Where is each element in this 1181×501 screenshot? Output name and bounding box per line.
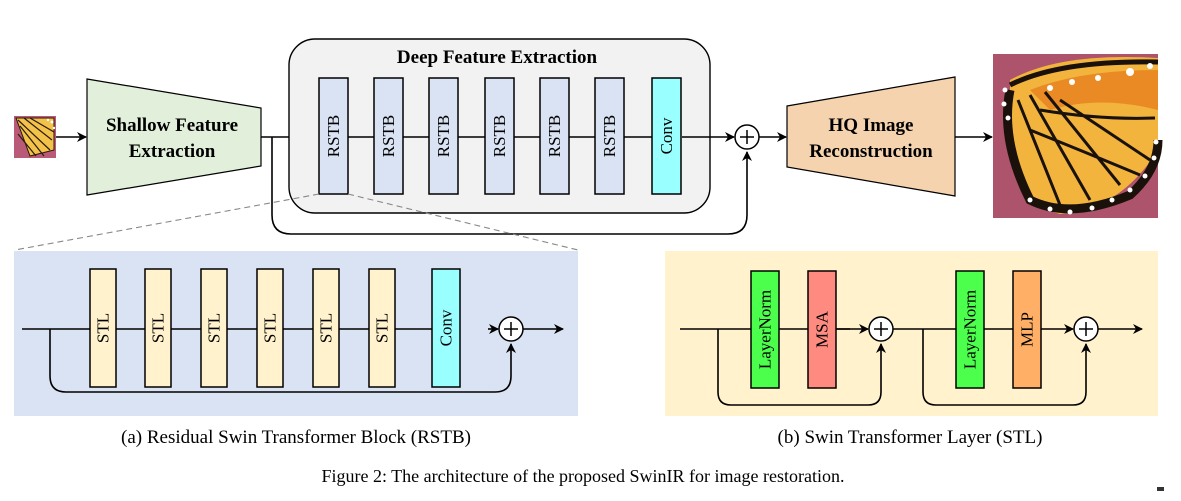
layernorm-block-2-label: LayerNorm xyxy=(961,290,980,369)
mlp-block-label: MLP xyxy=(1018,312,1037,347)
rstb-conv-block: Conv xyxy=(431,268,461,388)
stl-block-2: STL xyxy=(144,268,172,388)
stl-block-3-label: STL xyxy=(205,313,224,343)
input-image xyxy=(14,116,56,158)
shallow-label-line2: Extraction xyxy=(129,141,216,162)
stl-block-6-label: STL xyxy=(373,313,392,343)
shallow-label-line1: Shallow Feature xyxy=(106,115,238,136)
shallow-feature-extraction-block: Shallow Feature Extraction xyxy=(86,78,262,196)
msa-block: MSA xyxy=(807,270,837,389)
mlp-block: MLP xyxy=(1012,270,1042,389)
hq-label-line2: Reconstruction xyxy=(809,141,933,162)
hq-image-reconstruction-block: HQ Image Reconstruction xyxy=(786,76,956,197)
stl-row: STL STL STL STL STL STL Conv xyxy=(89,268,461,388)
layernorm-block-2: LayerNorm xyxy=(955,270,985,389)
corner-mark xyxy=(1157,487,1164,491)
hq-label-line1: HQ Image xyxy=(829,115,914,136)
output-image xyxy=(993,54,1163,218)
rstb-block-4: RSTB xyxy=(484,77,515,195)
rstb-conv-block-label: Conv xyxy=(437,309,456,346)
deep-conv-block-label: Conv xyxy=(657,117,676,154)
stl-skip-1 xyxy=(717,329,886,406)
stl-block-2-label: STL xyxy=(149,313,168,343)
zoom-guide-left xyxy=(14,193,320,251)
rstb-row: RSTB RSTB RSTB RSTB RSTB RSTB Conv xyxy=(318,77,682,195)
stl-block-4: STL xyxy=(256,268,284,388)
msa-block-label: MSA xyxy=(813,310,832,348)
rstb-block-1-label: RSTB xyxy=(324,115,343,158)
rstb-block-2: RSTB xyxy=(373,77,404,195)
stl-block-5-label: STL xyxy=(317,313,336,343)
global-skip-connection xyxy=(271,137,752,235)
rstb-block-4-label: RSTB xyxy=(490,115,509,158)
global-add-node xyxy=(682,124,760,150)
rstb-block-6: RSTB xyxy=(594,77,625,195)
rstb-block-6-label: RSTB xyxy=(600,115,619,158)
deep-feature-title: Deep Feature Extraction xyxy=(397,47,598,68)
stl-block-3: STL xyxy=(200,268,228,388)
rstb-block-1: RSTB xyxy=(318,77,349,195)
layernorm-block-1-label: LayerNorm xyxy=(756,290,775,369)
stl-block-6: STL xyxy=(368,268,396,388)
layernorm-block-1: LayerNorm xyxy=(750,270,780,389)
rstb-block-3: RSTB xyxy=(428,77,459,195)
stl-panel-caption: (b) Swin Transformer Layer (STL) xyxy=(778,427,1043,448)
rstb-block-2-label: RSTB xyxy=(379,115,398,158)
rstb-block-5-label: RSTB xyxy=(545,115,564,158)
stl-block-1-label: STL xyxy=(94,313,113,343)
stl-block-4-label: STL xyxy=(261,313,280,343)
stl-skip-2 xyxy=(922,329,1091,406)
stl-add-node-1 xyxy=(868,316,894,342)
rstb-skip-connection xyxy=(49,329,516,393)
stl-add-node-2 xyxy=(1073,316,1099,342)
rstb-block-5: RSTB xyxy=(539,77,570,195)
stl-block-5: STL xyxy=(312,268,340,388)
figure-caption: Figure 2: The architecture of the propos… xyxy=(321,466,844,486)
deep-conv-block: Conv xyxy=(651,77,682,195)
stl-block-1: STL xyxy=(89,268,117,388)
rstb-panel-caption: (a) Residual Swin Transformer Block (RST… xyxy=(121,427,471,448)
rstb-block-3-label: RSTB xyxy=(434,115,453,158)
stl-detail-row: LayerNorm MSA LayerNorm MLP xyxy=(680,270,1143,406)
